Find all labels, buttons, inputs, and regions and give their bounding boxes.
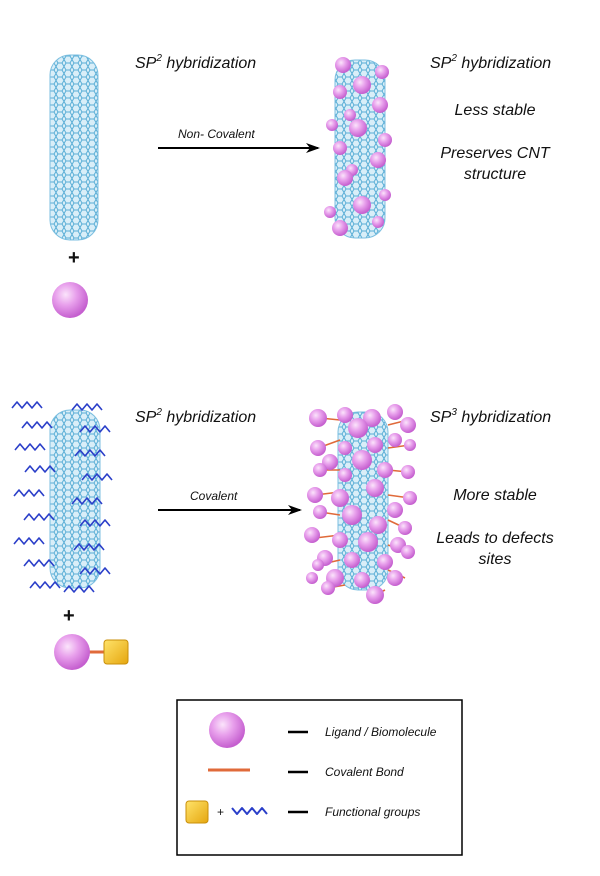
bottom-note-defects-line1: Leads to defects xyxy=(436,530,553,547)
legend-item-functional: + Functional groups xyxy=(185,800,420,824)
top-left-hybridization-label: SP2 hybridization xyxy=(135,53,256,72)
ligand-sphere-reactant-top xyxy=(52,282,88,318)
covalent-label: Covalent xyxy=(190,489,238,503)
legend-ligand-sphere-icon xyxy=(209,712,245,748)
legend-item-bond: Covalent Bond xyxy=(208,765,404,779)
non-covalent-label: Non- Covalent xyxy=(178,127,255,141)
bottom-plus-sign: + xyxy=(63,605,75,627)
bottom-right-hybridization-label: SP3 hybridization xyxy=(430,407,551,426)
legend-wave-icon xyxy=(231,807,268,815)
legend-plus-sign: + xyxy=(217,805,224,819)
bottom-left-hybridization-label: SP2 hybridization xyxy=(135,407,256,426)
top-right-hybridization-label: SP2 hybridization xyxy=(430,53,551,72)
bottom-note-defects-line2: sites xyxy=(479,551,512,568)
cnt-tube-functionalized xyxy=(49,409,101,589)
adsorbed-ligand-spheres xyxy=(324,57,392,236)
legend-bond-label: Covalent Bond xyxy=(325,765,404,779)
top-note-preserves-line1: Preserves CNT xyxy=(440,145,551,162)
ligand-with-linker-reactant xyxy=(54,634,129,670)
top-note-less-stable: Less stable xyxy=(455,102,536,119)
legend-item-ligand: Ligand / Biomolecule xyxy=(209,712,437,748)
legend-ligand-label: Ligand / Biomolecule xyxy=(325,725,437,739)
cnt-tube-pristine-top xyxy=(49,54,99,241)
top-plus-sign: + xyxy=(68,247,80,269)
legend-functional-label: Functional groups xyxy=(325,805,420,819)
legend-square-icon xyxy=(185,800,209,824)
functional-group-chains xyxy=(11,401,113,593)
top-note-preserves-line2: structure xyxy=(464,166,526,183)
covalent-ligand-spheres xyxy=(304,404,417,604)
bottom-note-more-stable: More stable xyxy=(453,487,537,504)
